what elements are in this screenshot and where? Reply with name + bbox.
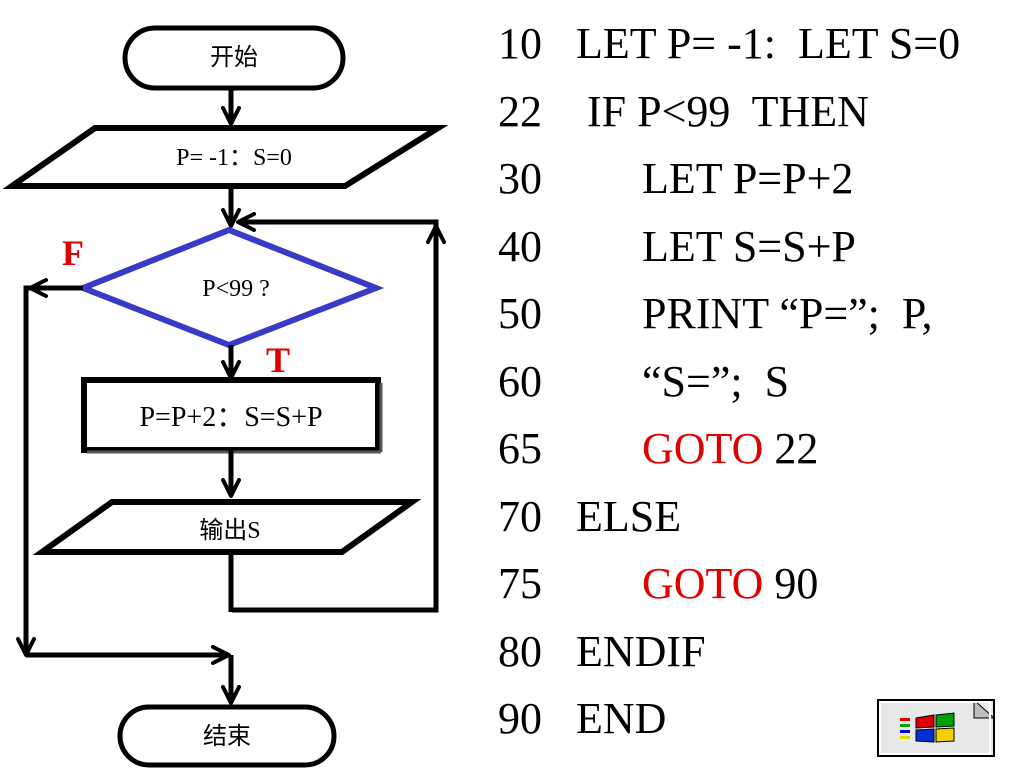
init-label: P= -1：S=0 [176, 145, 292, 171]
output-parallelogram [32, 499, 422, 555]
code-line: 80 ENDIF [498, 626, 960, 694]
line-number: 30 [498, 154, 542, 203]
end-label: 结束 [203, 723, 251, 750]
start-terminal [122, 25, 346, 91]
code-line: 30 LET P=P+2 [498, 153, 960, 221]
code-token: END [576, 694, 667, 743]
start-label: 开始 [210, 44, 258, 71]
condition-label: P<99 ? [202, 276, 270, 302]
line-number: 50 [498, 289, 542, 338]
flowchart: 开始 P= -1：S=0 P<99 ? F T P=P+2：S=S+P 输出S … [2, 25, 449, 768]
line-number: 65 [498, 424, 542, 473]
code-token: PRINT “P=”; P, [576, 289, 933, 338]
code-token: ENDIF [576, 626, 706, 676]
code-line: 70 ELSE [498, 491, 960, 559]
code-token: ELSE [576, 491, 682, 541]
code-line: 90 END [498, 693, 960, 761]
line-number: 75 [498, 559, 542, 608]
output-label: 输出S [199, 517, 260, 544]
end-terminal [117, 704, 337, 768]
false-branch-label: F [62, 233, 84, 273]
windows-flag-icon[interactable] [876, 698, 998, 760]
line-number: 90 [498, 694, 542, 743]
line-number: 40 [498, 221, 542, 271]
code-line: 50 PRINT “P=”; P, [498, 288, 960, 356]
keyword-token: GOTO [642, 424, 764, 473]
keyword-token: GOTO [642, 559, 764, 608]
code-token [576, 559, 642, 608]
code-line: 65 GOTO 22 [498, 423, 960, 491]
process-label: P=P+2：S=S+P [139, 402, 322, 433]
code-token: IF P<99 THEN [576, 86, 869, 136]
code-token: LET P= -1: LET S=0 [576, 19, 961, 68]
code-line: 60 “S=”; S [498, 356, 960, 424]
code-token [576, 424, 642, 473]
code-token: 22 [763, 424, 819, 473]
line-number: 22 [498, 86, 542, 136]
line-number: 70 [498, 491, 542, 541]
process-box [81, 377, 381, 453]
code-token: LET P=P+2 [576, 154, 854, 203]
line-number: 10 [498, 19, 542, 68]
code-token: LET S=S+P [576, 221, 856, 271]
line-number: 60 [498, 356, 542, 406]
code-line: 40 LET S=S+P [498, 221, 960, 289]
code-token: “S=”; S [576, 356, 790, 406]
false-branch-line [16, 285, 83, 657]
code-line: 10 LET P= -1: LET S=0 [498, 18, 960, 86]
init-parallelogram [2, 125, 449, 189]
code-line: 75 GOTO 90 [498, 558, 960, 626]
true-branch-label: T [266, 340, 290, 380]
code-token: 90 [763, 559, 819, 608]
line-number: 80 [498, 626, 542, 676]
loop-back-line [232, 212, 439, 613]
code-line: 22 IF P<99 THEN [498, 86, 960, 154]
